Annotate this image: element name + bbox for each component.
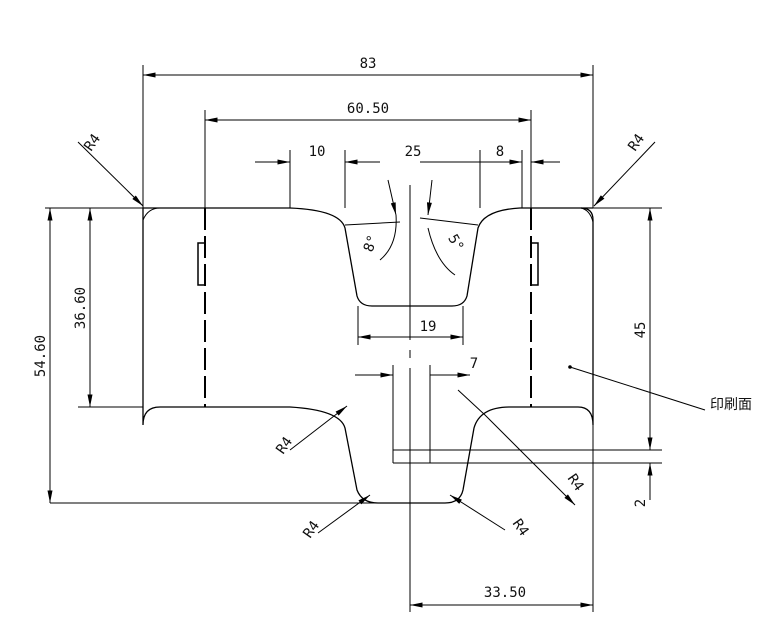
radius-bottom-left: R4 [300, 518, 323, 541]
leader-dot [568, 365, 572, 369]
dim-right-height: 45 [633, 322, 649, 339]
dimension-lines [47, 72, 706, 608]
dim-thickness: 2 [633, 499, 649, 507]
dim-overall-height: 54.60 [33, 335, 49, 377]
dim-groove-bottom: 19 [420, 319, 437, 335]
dim-right-step: 8 [496, 144, 504, 160]
radius-lower-right: R4 [564, 471, 587, 494]
angle-left: 8° [361, 233, 382, 254]
dim-groove-top: 25 [405, 144, 422, 160]
radius-bottom-right: R4 [509, 516, 532, 539]
extension-lines [45, 65, 662, 612]
radius-lower-left: R4 [273, 434, 296, 457]
print-surface-label: 印刷面 [710, 397, 752, 413]
radius-top-right: R4 [625, 131, 648, 154]
dim-overall-width: 83 [360, 56, 377, 72]
dim-slot-width: 7 [470, 356, 478, 372]
dim-flange-height: 36.60 [73, 287, 89, 329]
dim-inner-width: 60.50 [347, 101, 389, 117]
fold-lines [197, 208, 539, 407]
angle-right: 5° [444, 232, 466, 255]
dim-half-width: 33.50 [484, 585, 526, 601]
profile-outline [142, 207, 594, 504]
dim-left-step: 10 [309, 144, 326, 160]
radius-top-left: R4 [81, 131, 104, 154]
